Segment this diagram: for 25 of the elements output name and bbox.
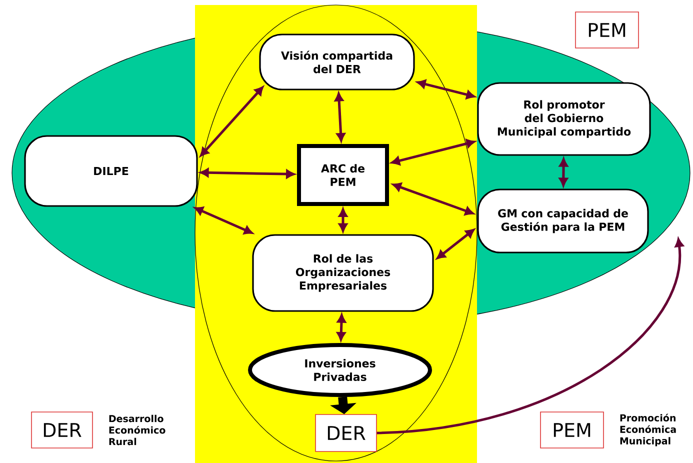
framed-box: ARC de PEM xyxy=(297,144,389,206)
arrow xyxy=(392,182,474,216)
arrow xyxy=(338,208,348,232)
rounded-box: Rol de las Organizaciones Empresariales xyxy=(252,234,434,312)
rounded-box: Visión compartida del DER xyxy=(259,34,415,90)
arrow xyxy=(200,86,264,156)
caption-text: Promoción Económica Municipal xyxy=(620,414,676,446)
arrow xyxy=(417,80,475,100)
arrow xyxy=(334,92,346,142)
arrow xyxy=(391,139,475,166)
arrow xyxy=(559,158,568,186)
arrow xyxy=(376,238,684,434)
arrow xyxy=(436,228,474,260)
abbreviation-box: PEM xyxy=(540,412,604,448)
abbreviation-box: DER xyxy=(315,414,377,452)
abbreviation-box: DER xyxy=(31,412,93,448)
rounded-box: GM con capacidad de Gestión para la PEM xyxy=(477,188,649,254)
arrow xyxy=(336,314,346,341)
rounded-box: Rol promotor del Gobierno Municipal compartido xyxy=(477,82,651,156)
caption-text: Desarrollo Económico Rural xyxy=(109,414,166,446)
rounded-box: DILPE xyxy=(24,135,198,207)
abbreviation-box: PEM xyxy=(575,12,639,48)
oval-box: Inversiones Privadas xyxy=(248,343,432,397)
arrow xyxy=(194,206,253,234)
arrow xyxy=(200,168,295,178)
